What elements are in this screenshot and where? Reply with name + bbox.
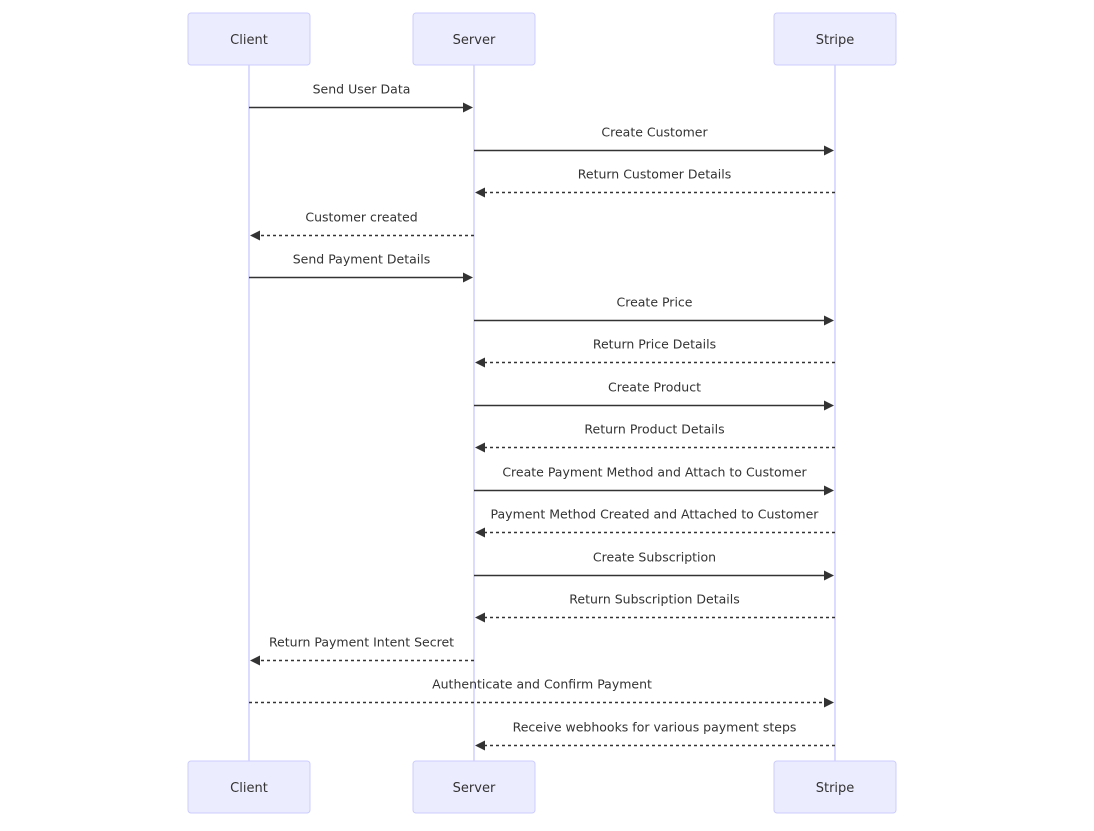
message-label: Create Customer bbox=[601, 125, 708, 140]
arrowhead-icon bbox=[475, 612, 485, 623]
message-label: Receive webhooks for various payment ste… bbox=[513, 720, 797, 735]
message-label: Create Payment Method and Attach to Cust… bbox=[502, 465, 807, 480]
actor-box bbox=[773, 760, 897, 814]
message-3: Return Customer Details bbox=[475, 167, 835, 198]
message-label: Create Product bbox=[608, 380, 701, 395]
message-2: Create Customer bbox=[474, 125, 834, 156]
arrowhead-icon bbox=[475, 740, 485, 751]
actor-client-bottom: Client bbox=[187, 760, 311, 814]
message-label: Return Price Details bbox=[593, 337, 716, 352]
actor-server-top: Server bbox=[412, 12, 536, 66]
arrowhead-icon bbox=[824, 315, 834, 326]
message-label: Return Customer Details bbox=[578, 167, 731, 182]
arrowhead-icon bbox=[824, 697, 834, 708]
message-10: Create Payment Method and Attach to Cust… bbox=[474, 465, 834, 496]
message-label: Payment Method Created and Attached to C… bbox=[491, 507, 820, 522]
actor-box bbox=[412, 760, 536, 814]
arrowhead-icon bbox=[463, 102, 473, 113]
actor-server-bottom: Server bbox=[412, 760, 536, 814]
actor-label: Stripe bbox=[816, 33, 855, 48]
message-label: Send Payment Details bbox=[293, 252, 431, 267]
message-label: Customer created bbox=[305, 210, 417, 225]
actor-box bbox=[187, 12, 311, 66]
message-13: Return Subscription Details bbox=[475, 592, 835, 623]
message-6: Create Price bbox=[474, 295, 834, 326]
message-9: Return Product Details bbox=[475, 422, 835, 453]
message-1: Send User Data bbox=[249, 82, 473, 113]
actor-stripe-bottom: Stripe bbox=[773, 760, 897, 814]
message-16: Receive webhooks for various payment ste… bbox=[475, 720, 835, 751]
actor-label: Stripe bbox=[816, 781, 855, 796]
arrowhead-icon bbox=[824, 145, 834, 156]
message-12: Create Subscription bbox=[474, 550, 834, 581]
message-label: Create Subscription bbox=[593, 550, 716, 565]
message-label: Create Price bbox=[616, 295, 692, 310]
arrowhead-icon bbox=[475, 527, 485, 538]
arrowhead-icon bbox=[824, 485, 834, 496]
arrowhead-icon bbox=[475, 357, 485, 368]
message-5: Send Payment Details bbox=[249, 252, 473, 283]
message-15: Authenticate and Confirm Payment bbox=[249, 677, 834, 708]
arrowhead-icon bbox=[824, 400, 834, 411]
arrowhead-icon bbox=[250, 655, 260, 666]
message-4: Customer created bbox=[250, 210, 474, 241]
actor-label: Client bbox=[230, 33, 268, 48]
arrowhead-icon bbox=[824, 570, 834, 581]
actor-box bbox=[187, 760, 311, 814]
actor-client-top: Client bbox=[187, 12, 311, 66]
actor-label: Client bbox=[230, 781, 268, 796]
actor-label: Server bbox=[453, 781, 496, 796]
message-label: Authenticate and Confirm Payment bbox=[432, 677, 652, 692]
actor-box bbox=[412, 12, 536, 66]
message-label: Return Product Details bbox=[584, 422, 724, 437]
arrowhead-icon bbox=[463, 272, 473, 283]
arrowhead-icon bbox=[475, 187, 485, 198]
message-label: Return Subscription Details bbox=[569, 592, 739, 607]
message-8: Create Product bbox=[474, 380, 834, 411]
actor-box bbox=[773, 12, 897, 66]
message-14: Return Payment Intent Secret bbox=[250, 635, 474, 666]
message-label: Send User Data bbox=[313, 82, 411, 97]
actor-label: Server bbox=[453, 33, 496, 48]
message-11: Payment Method Created and Attached to C… bbox=[475, 507, 835, 538]
arrowhead-icon bbox=[250, 230, 260, 241]
arrowhead-icon bbox=[475, 442, 485, 453]
actor-stripe-top: Stripe bbox=[773, 12, 897, 66]
message-7: Return Price Details bbox=[475, 337, 835, 368]
message-label: Return Payment Intent Secret bbox=[269, 635, 454, 650]
